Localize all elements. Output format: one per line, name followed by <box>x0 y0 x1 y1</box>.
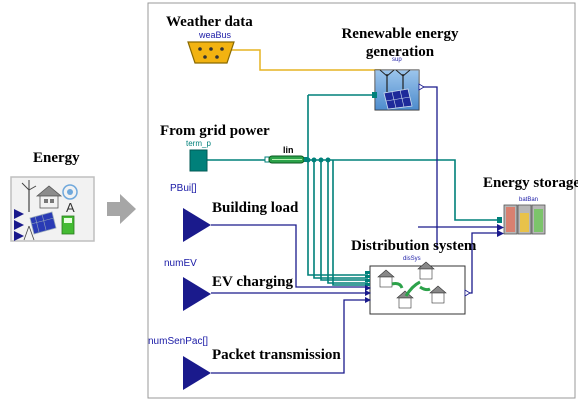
renewable-generation-title: Renewable energy generation <box>335 25 465 61</box>
energy-storage-title: Energy storage <box>483 175 578 191</box>
ev-charging-title: EV charging <box>212 274 293 290</box>
packet-transmission-input-icon[interactable] <box>183 356 211 390</box>
power-junctions <box>305 157 331 163</box>
packet-transmission-title: Packet transmission <box>212 347 341 363</box>
grid-power-title: From grid power <box>160 123 270 139</box>
packet-port-label: numSenPac[] <box>148 336 209 347</box>
expand-arrow-icon <box>107 194 136 224</box>
building-load-title: Building load <box>212 200 299 216</box>
svg-text:A: A <box>66 200 75 215</box>
weather-bus-icon[interactable] <box>187 41 235 64</box>
line-element-icon[interactable] <box>264 155 308 164</box>
renewable-generation-icon[interactable] <box>372 69 425 111</box>
energy-block-icon[interactable]: A <box>10 176 95 242</box>
distribution-system-icon[interactable] <box>365 261 471 315</box>
line-label: lin <box>283 145 294 155</box>
energy-title: Energy <box>33 150 80 166</box>
renewable-title-line2: generation <box>365 44 435 60</box>
building-load-input-icon[interactable] <box>183 208 211 242</box>
grid-terminal-icon[interactable] <box>189 149 208 172</box>
detail-frame <box>147 2 576 399</box>
building-load-port-label: PBui[] <box>170 183 197 194</box>
ev-port-label: numEV <box>164 258 197 269</box>
power-connections <box>207 94 497 286</box>
renewable-instance: sup <box>392 57 402 63</box>
distribution-system-title: Distribution system <box>351 238 477 254</box>
weather-bus-instance: weaBus <box>199 30 232 40</box>
battery-bank-icon[interactable] <box>497 204 546 237</box>
grid-terminal-instance: term_p <box>186 139 211 148</box>
weather-data-title: Weather data <box>166 14 253 30</box>
battery-bank-instance: batBan <box>519 197 539 203</box>
ev-charging-input-icon[interactable] <box>183 277 211 311</box>
renewable-title-line1: Renewable energy <box>341 26 459 42</box>
distribution-instance: disSys <box>403 256 421 262</box>
